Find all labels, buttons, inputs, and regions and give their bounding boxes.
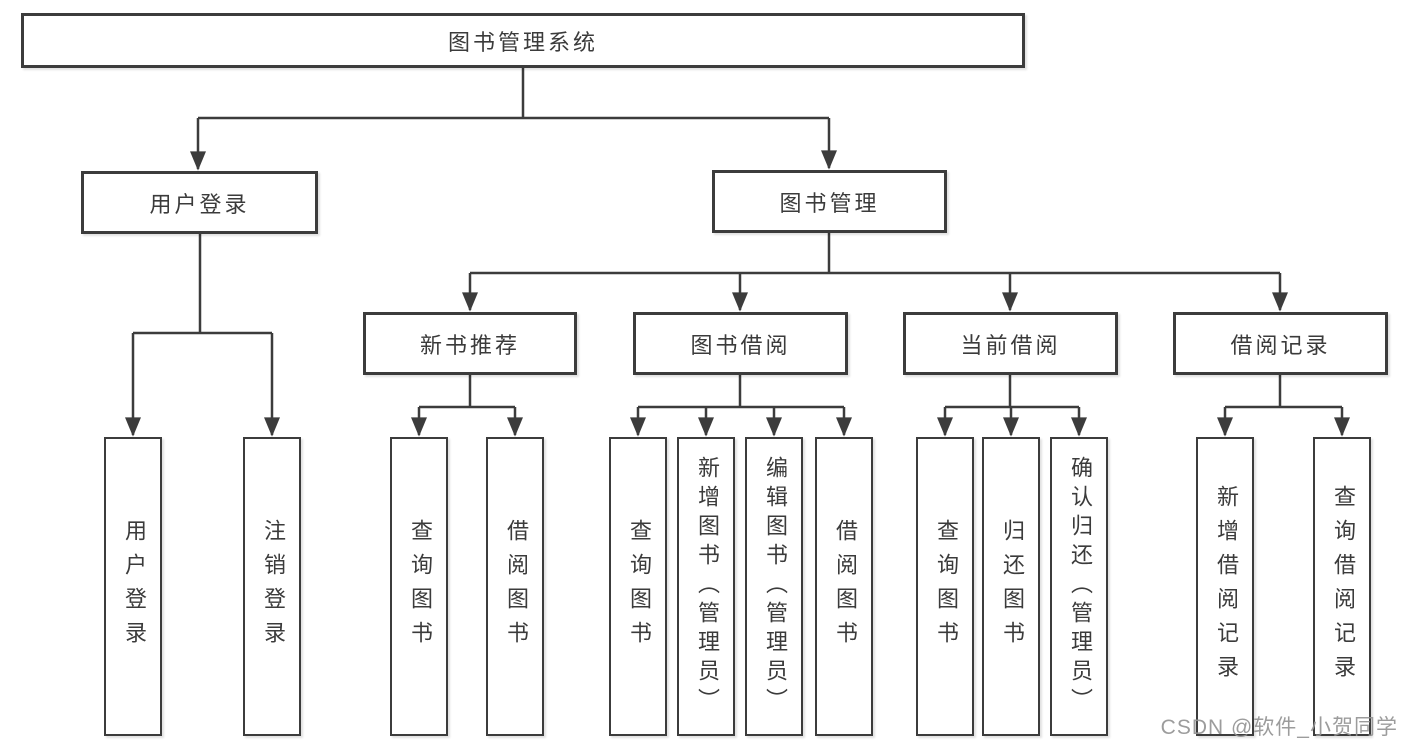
- node-current-borrow: 当前借阅: [903, 312, 1118, 375]
- node-borrow-records: 借阅记录: [1173, 312, 1388, 375]
- node-library-management-system: 图书管理系统: [21, 13, 1025, 68]
- node-new-book-recommend: 新书推荐: [363, 312, 577, 375]
- leaf-current-query-books: 查询图书: [916, 437, 974, 736]
- leaf-borrow-query-books: 查询图书: [609, 437, 667, 736]
- node-book-management: 图书管理: [712, 170, 947, 233]
- leaf-records-query-record: 查询借阅记录: [1313, 437, 1371, 736]
- leaf-records-add-record: 新增借阅记录: [1196, 437, 1254, 736]
- leaf-user-login: 用户登录: [104, 437, 162, 736]
- leaf-current-confirm-return-admin: 确认归还（管理员）: [1050, 437, 1108, 736]
- leaf-borrow-edit-books-admin: 编辑图书（管理员）: [745, 437, 803, 736]
- leaf-newbook-query-books: 查询图书: [390, 437, 448, 736]
- node-user-login: 用户登录: [81, 171, 318, 234]
- leaf-borrow-borrow-books: 借阅图书: [815, 437, 873, 736]
- leaf-logout-login: 注销登录: [243, 437, 301, 736]
- leaf-current-return-books: 归还图书: [982, 437, 1040, 736]
- leaf-borrow-add-books-admin: 新增图书（管理员）: [677, 437, 735, 736]
- node-book-borrow: 图书借阅: [633, 312, 848, 375]
- leaf-newbook-borrow-books: 借阅图书: [486, 437, 544, 736]
- csdn-watermark: CSDN @软件_小贺同学: [1160, 716, 1398, 739]
